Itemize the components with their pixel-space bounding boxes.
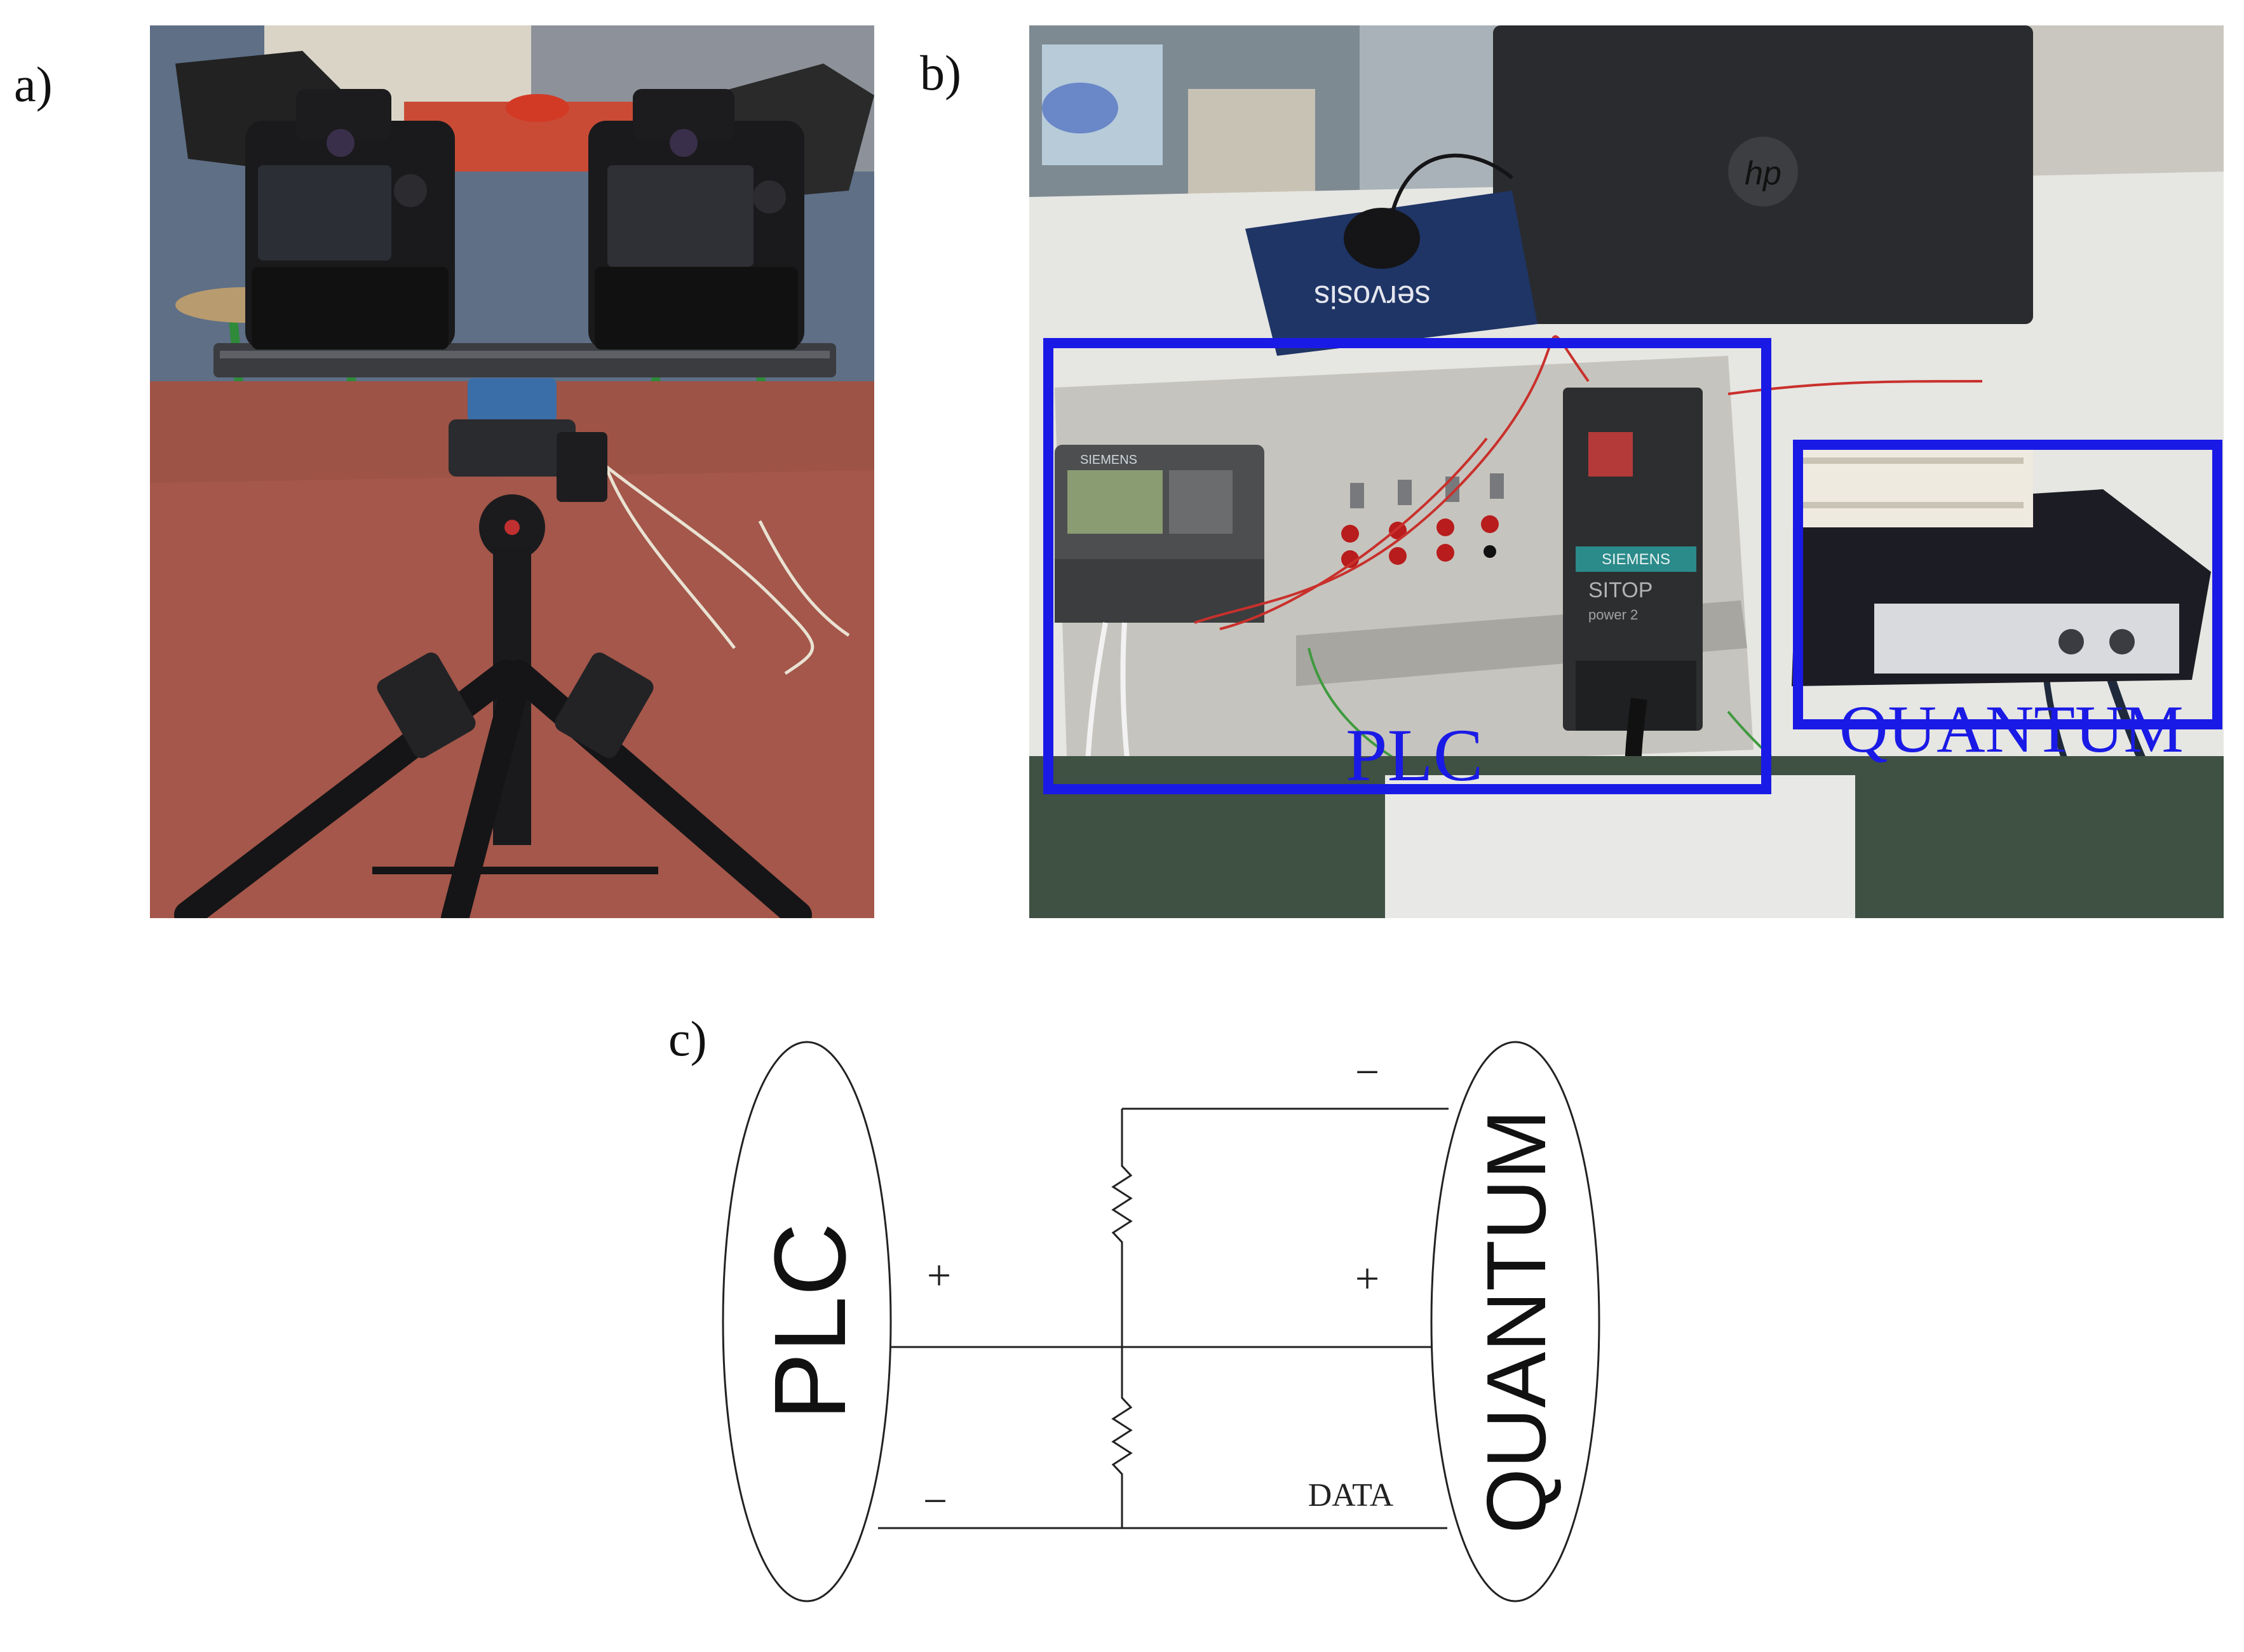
panel-a-label: a) [14,57,53,112]
plus-right: + [1355,1254,1379,1303]
plc-node-label: PLC [753,1222,867,1420]
plc-box-label: PLC [1346,714,1484,797]
psu-brand-text: SIEMENS [1602,551,1670,568]
psu-model-text: SITOP [1588,578,1653,602]
lower-resistor [1111,1347,1133,1528]
minus-right: − [1355,1048,1379,1096]
mousepad-text: servosis [1314,279,1430,315]
photo-plc-quantum-bench: hp servosis SIEMENS SIEMENS [1029,25,2224,918]
circuit-diagram: PLC QUANTUM + − + − DATA [718,1023,1607,1633]
panel-c-label: c) [668,1011,707,1066]
psu-sub-text: power 2 [1588,607,1638,623]
photo-stereo-camera-rig [150,25,874,918]
quantum-node-label: QUANTUM [1470,1109,1563,1533]
minus-left: − [923,1477,947,1525]
quantum-node [1430,1041,1600,1602]
plc-node [722,1041,892,1602]
panel-b-label: b) [920,45,961,100]
plc-brand-text: SIEMENS [1080,453,1137,467]
quantum-box [1793,440,2222,729]
plus-left: + [927,1251,951,1299]
laptop-logo-text: hp [1745,155,1781,192]
plc-box [1043,338,1771,794]
data-label: DATA [1308,1477,1394,1513]
quantum-box-label: QUANTUM [1839,692,2184,766]
upper-resistor [1111,1109,1133,1347]
